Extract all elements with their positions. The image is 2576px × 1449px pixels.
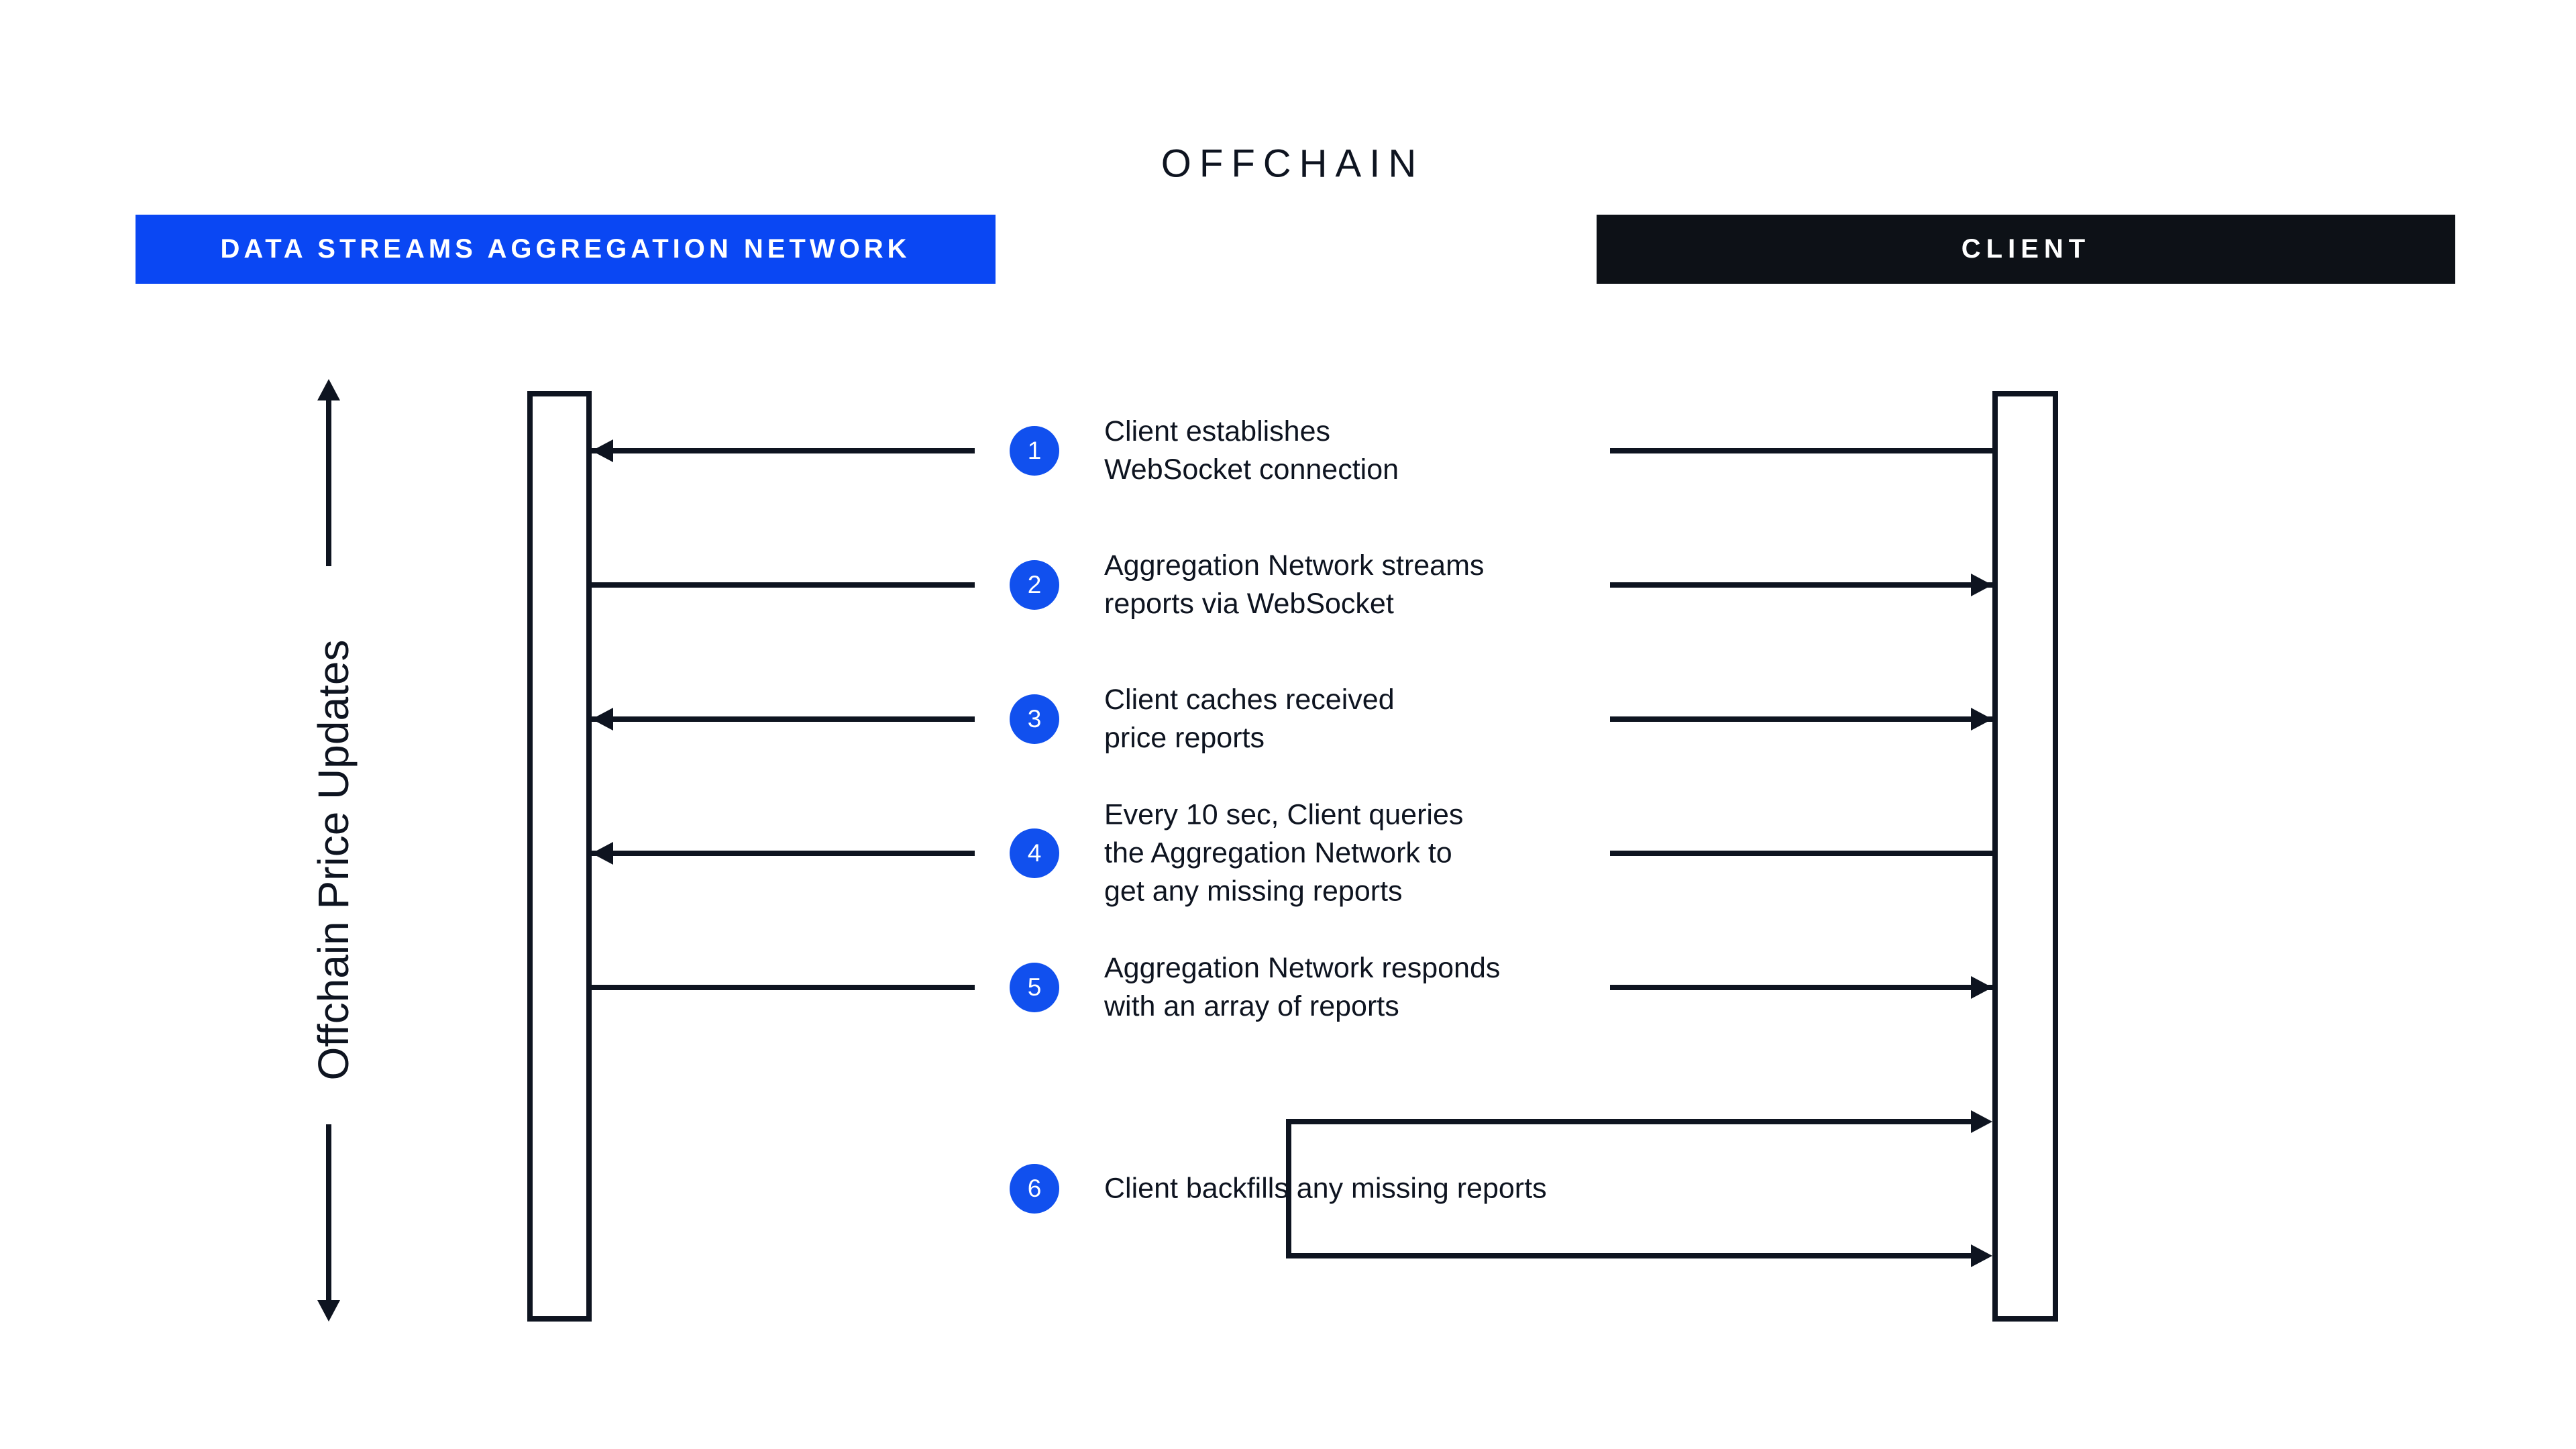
message-line-right bbox=[1610, 716, 1992, 722]
arrowhead-right-icon bbox=[1971, 1110, 1992, 1133]
message-line-left bbox=[592, 716, 975, 722]
self-message-line-bottom bbox=[1286, 1253, 1976, 1258]
message-line-left bbox=[592, 582, 975, 588]
arrowhead-right-icon bbox=[1971, 574, 1992, 596]
axis-line-top bbox=[326, 398, 331, 566]
actor-bar-client: CLIENT bbox=[1597, 215, 2455, 284]
arrowhead-right-icon bbox=[1971, 1244, 1992, 1267]
client-lifeline bbox=[1992, 391, 2058, 1322]
step-badge-5: 5 bbox=[1010, 963, 1059, 1012]
step-text-4: Every 10 sec, Client queries the Aggrega… bbox=[1104, 798, 1464, 908]
step-text-5: Aggregation Network responds with an arr… bbox=[1104, 952, 1501, 1022]
network-lifeline bbox=[527, 391, 592, 1322]
actor-client-label: CLIENT bbox=[1961, 234, 2091, 264]
message-line-left bbox=[592, 448, 975, 453]
axis-arrow-down-icon bbox=[317, 1300, 340, 1322]
message-line-right bbox=[1610, 985, 1992, 990]
step-badge-1: 1 bbox=[1010, 426, 1059, 476]
step-badge-2: 2 bbox=[1010, 560, 1059, 610]
arrowhead-right-icon bbox=[1971, 976, 1992, 999]
actor-network-label: DATA STREAMS AGGREGATION NETWORK bbox=[220, 234, 911, 264]
message-line-left bbox=[592, 851, 975, 856]
axis-label: Offchain Price Updates bbox=[309, 639, 358, 1081]
actor-bar-aggregation-network: DATA STREAMS AGGREGATION NETWORK bbox=[136, 215, 996, 284]
step-number: 4 bbox=[1027, 839, 1042, 867]
axis-line-bottom bbox=[326, 1124, 331, 1302]
step-text-1: Client establishes WebSocket connection bbox=[1104, 415, 1399, 486]
step-text-3: Client caches received price reports bbox=[1104, 684, 1395, 754]
step-text-2: Aggregation Network streams reports via … bbox=[1104, 549, 1485, 620]
step-badge-3: 3 bbox=[1010, 694, 1059, 744]
step-number: 1 bbox=[1027, 437, 1042, 464]
arrowhead-right-icon bbox=[1971, 708, 1992, 731]
self-message-connector bbox=[1286, 1119, 1291, 1258]
message-line-right bbox=[1610, 851, 1992, 856]
step-number: 5 bbox=[1027, 973, 1042, 1001]
diagram-title: OFFCHAIN bbox=[1161, 142, 1425, 186]
message-line-left bbox=[592, 985, 975, 990]
step-number: 3 bbox=[1027, 705, 1042, 733]
message-line-right bbox=[1610, 448, 1992, 453]
step-number: 6 bbox=[1027, 1175, 1042, 1202]
axis-arrow-up-icon bbox=[317, 379, 340, 400]
step-badge-4: 4 bbox=[1010, 828, 1059, 878]
step-number: 2 bbox=[1027, 571, 1042, 598]
step-badge-6: 6 bbox=[1010, 1164, 1059, 1214]
self-message-line-top bbox=[1286, 1119, 1976, 1124]
step-text-6: Client backfills any missing reports bbox=[1104, 1172, 1547, 1205]
message-line-right bbox=[1610, 582, 1992, 588]
